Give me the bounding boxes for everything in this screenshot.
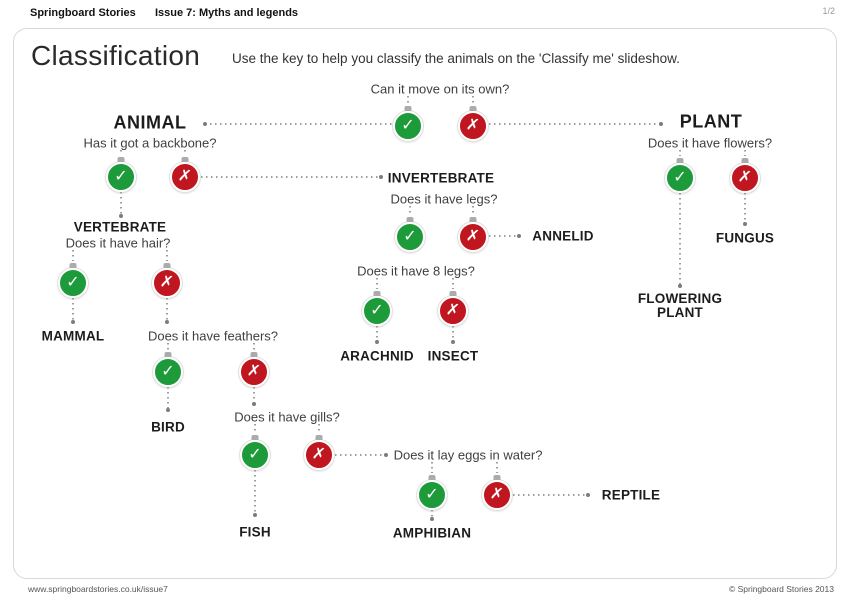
no-cross-icon-flowers: ✗ [730, 163, 760, 193]
label-flowering-plant-line1: FLOWERING [637, 290, 723, 306]
no-cross-icon-feathers: ✗ [239, 357, 269, 387]
no-cross-icon-gills: ✗ [304, 440, 334, 470]
yes-check-icon-eggs: ✓ [417, 480, 447, 510]
cross-glyph: ✗ [177, 167, 193, 186]
label-animal: ANIMAL [113, 112, 187, 133]
no-cross-icon-backbone: ✗ [170, 162, 200, 192]
no-cross-icon-hair: ✗ [152, 268, 182, 298]
cross-glyph: ✗ [159, 273, 175, 292]
cross-glyph: ✗ [489, 485, 505, 504]
yes-check-icon-hair: ✓ [58, 268, 88, 298]
instructions-text: Use the key to help you classify the ani… [232, 51, 680, 66]
question-backbone: Has it got a backbone? [83, 135, 217, 151]
yes-check-icon-8legs: ✓ [362, 296, 392, 326]
cross-glyph: ✗ [465, 227, 481, 246]
label-mammal: MAMMAL [41, 328, 105, 344]
label-fungus: FUNGUS [715, 230, 775, 246]
issue-title: Issue 7: Myths and legends [155, 7, 299, 19]
page-title: Classification [31, 40, 201, 71]
question-feathers: Does it have feathers? [147, 328, 279, 344]
label-plant: PLANT [679, 111, 743, 132]
yes-check-icon-move: ✓ [393, 111, 423, 141]
cross-glyph: ✗ [445, 301, 461, 320]
cross-glyph: ✗ [246, 362, 262, 381]
question-hair: Does it have hair? [65, 235, 171, 251]
no-cross-icon-8legs: ✗ [438, 296, 468, 326]
cross-glyph: ✗ [465, 116, 481, 135]
footer-copyright: © Springboard Stories 2013 [728, 584, 834, 594]
yes-check-icon-legs: ✓ [395, 222, 425, 252]
question-move: Can it move on its own? [370, 81, 510, 97]
label-fish: FISH [239, 524, 271, 540]
cross-glyph: ✗ [311, 445, 327, 464]
cross-glyph: ✗ [737, 168, 753, 187]
page-number: 1/2 [822, 6, 835, 16]
yes-check-icon-gills: ✓ [240, 440, 270, 470]
label-flowering-plant-line2: PLANT [656, 305, 703, 320]
no-cross-icon-eggs: ✗ [482, 480, 512, 510]
label-vertebrate: VERTEBRATE [73, 219, 167, 235]
yes-check-icon-feathers: ✓ [153, 357, 183, 387]
label-amphibian: AMPHIBIAN [392, 525, 472, 541]
yes-check-icon-backbone: ✓ [106, 162, 136, 192]
question-flowers: Does it have flowers? [647, 135, 773, 151]
label-annelid: ANNELID [532, 228, 594, 244]
label-insect: INSECT [427, 348, 479, 364]
label-reptile: REPTILE [601, 487, 661, 503]
label-flowering-plant: FLOWERING PLANT [637, 290, 723, 320]
question-gills: Does it have gills? [234, 409, 340, 425]
question-eggs: Does it lay eggs in water? [393, 447, 543, 463]
label-arachnid: ARACHNID [340, 348, 414, 364]
footer-url: www.springboardstories.co.uk/issue7 [28, 584, 168, 594]
question-8legs: Does it have 8 legs? [357, 263, 475, 279]
question-legs: Does it have legs? [390, 191, 498, 207]
yes-check-icon-flowers: ✓ [665, 163, 695, 193]
no-cross-icon-move: ✗ [458, 111, 488, 141]
label-bird: BIRD [151, 419, 185, 435]
brand-title: Springboard Stories [30, 7, 136, 19]
label-invertebrate: INVERTEBRATE [387, 170, 495, 186]
no-cross-icon-legs: ✗ [458, 222, 488, 252]
